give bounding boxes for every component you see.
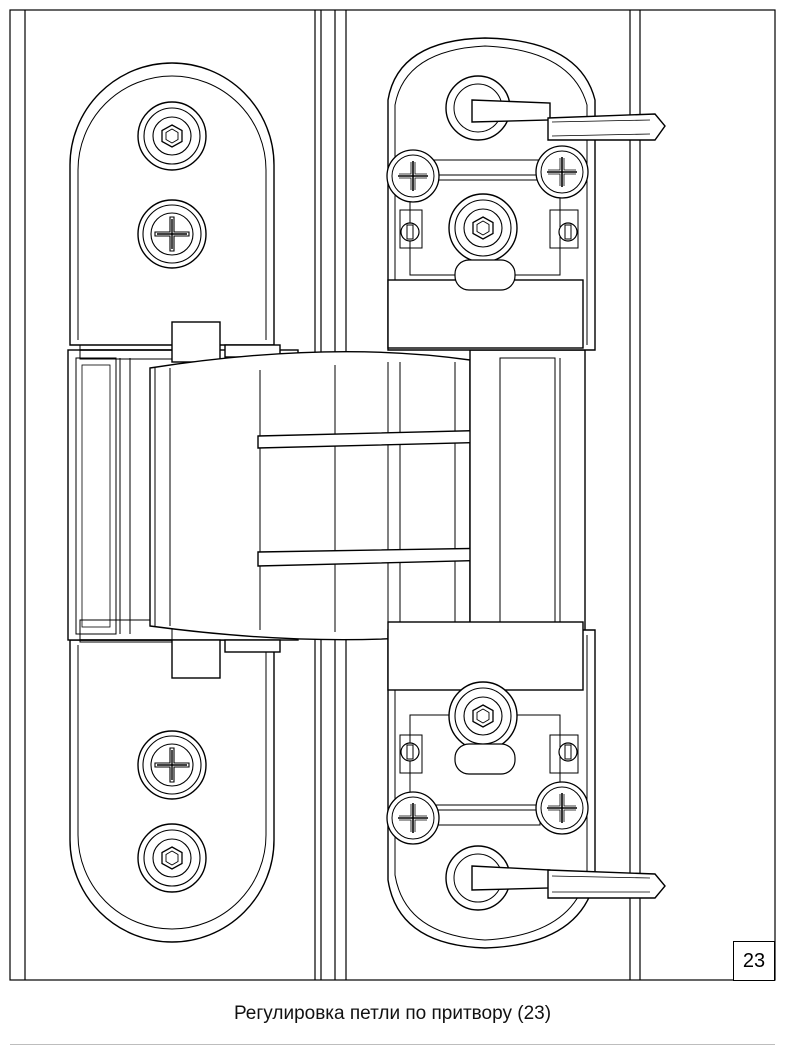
phillips-screw-icon (137, 730, 207, 800)
small-slot-screw-icon (400, 222, 420, 242)
hex-socket-screw-icon (137, 823, 207, 893)
hex-socket-screw-icon (137, 101, 207, 171)
right-hinge-leaf (387, 37, 596, 949)
hex-socket-screw-icon (448, 681, 518, 751)
adjustment-lever-icon (445, 845, 666, 911)
phillips-screw-icon (137, 199, 207, 269)
frame-lines (9, 9, 776, 981)
phillips-screw-icon (386, 791, 440, 845)
bottom-divider (10, 1044, 775, 1045)
figure-caption: Регулировка петли по притвору (23) (233, 1003, 552, 1024)
small-slot-screw-icon (558, 222, 578, 242)
hinge-technical-drawing (9, 9, 776, 981)
hinge-knuckle (149, 351, 501, 641)
figure-number: 23 (733, 941, 775, 981)
small-slot-screw-icon (558, 742, 578, 762)
small-slot-screw-icon (400, 742, 420, 762)
phillips-screw-icon (386, 149, 440, 203)
adjuster-pin (454, 259, 516, 775)
phillips-screw-icon (535, 781, 589, 835)
hex-socket-screw-icon (448, 193, 518, 263)
phillips-screw-icon (535, 145, 589, 199)
adjustment-lever-icon (445, 75, 666, 141)
